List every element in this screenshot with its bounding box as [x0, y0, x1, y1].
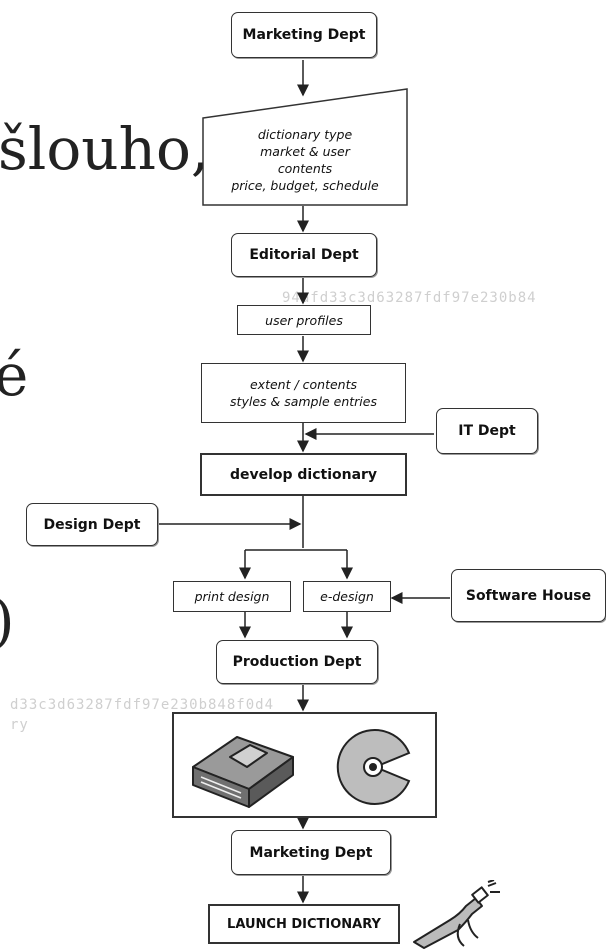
dictionary-type-shape: [202, 88, 408, 206]
background-text-3: ): [0, 592, 15, 650]
watermark-1: 94afd33c3d63287fdf97e230b84: [282, 290, 537, 306]
marketing-dept-top: Marketing Dept: [231, 12, 377, 58]
it-dept: IT Dept: [436, 408, 538, 454]
marketing-dept-bottom: Marketing Dept: [231, 830, 391, 875]
watermark-2: d33c3d63287fdf97e230b848f0d4: [10, 697, 275, 713]
print-design-box: print design: [173, 581, 291, 612]
extent-contents-box: extent / contents styles & sample entrie…: [201, 363, 406, 423]
background-text-1: šlouho,: [0, 115, 210, 183]
develop-dictionary-box: develop dictionary: [200, 453, 407, 496]
user-profiles-box: user profiles: [237, 305, 371, 335]
production-dept: Production Dept: [216, 640, 378, 684]
dictionary-type-box: dictionary type market & user contents p…: [231, 127, 379, 193]
launch-dictionary-box: LAUNCH DICTIONARY: [208, 904, 400, 944]
book-icon: [191, 736, 294, 808]
background-text-2: é: [0, 341, 29, 409]
champagne-bottle-icon: [413, 880, 500, 949]
editorial-dept: Editorial Dept: [231, 233, 377, 277]
cd-icon: [336, 729, 410, 805]
watermark-3: ry: [10, 717, 29, 733]
design-dept: Design Dept: [26, 503, 158, 546]
software-house: Software House: [451, 569, 606, 622]
products-box: [172, 712, 437, 818]
e-design-box: e-design: [303, 581, 391, 612]
